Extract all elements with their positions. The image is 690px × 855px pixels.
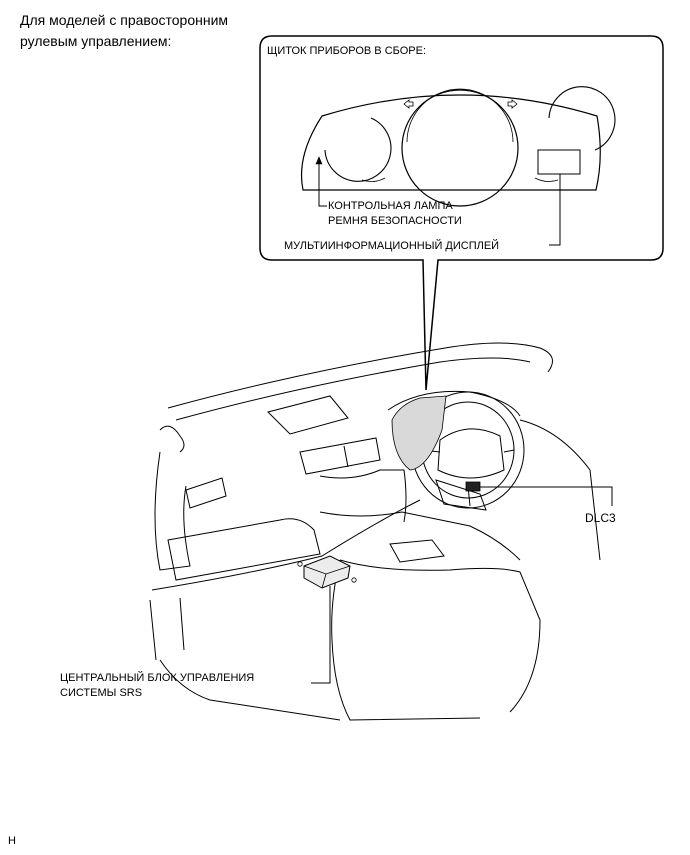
center-stack: [320, 470, 406, 522]
seatbelt-leader: [319, 164, 327, 206]
top-vent: [268, 396, 348, 434]
multi-info-display-label: МУЛЬТИИНФОРМАЦИОННЫЙ ДИСПЛЕЙ: [284, 240, 500, 252]
meter-cluster-in-dash: [392, 396, 446, 470]
multi-info-display: [538, 150, 580, 174]
srs-ecu: [304, 556, 350, 588]
heading-line-1: Для моделей с правосторонним: [20, 12, 229, 28]
callout-title: ЩИТОК ПРИБОРОВ В СБОРЕ:: [267, 45, 427, 57]
srs-mount-left: [298, 562, 302, 566]
dash-top-inner: [176, 358, 530, 420]
left-gauge: [325, 118, 391, 181]
dash-left-front: [155, 452, 190, 570]
floor-line: [160, 660, 340, 720]
glovebox: [168, 519, 320, 580]
dashboard-illustration: [150, 343, 612, 720]
windshield-edge: [160, 426, 184, 452]
srs-label-line-2: СИСТЕМЫ SRS: [60, 687, 143, 699]
left-gauge-inner: [362, 178, 385, 181]
right-gauge: [549, 87, 615, 150]
center-gauge-inner: [407, 89, 513, 142]
callout-frame: [260, 36, 663, 390]
diagram-heading: Для моделей с правосторонним рулевым упр…: [20, 10, 228, 52]
dlc3-connector: [466, 482, 480, 491]
page-mark: H: [8, 835, 16, 847]
srs-ecu-top: [304, 566, 350, 588]
console-body: [340, 560, 540, 712]
srs-label-line-1: ЦЕНТРАЛЬНЫЙ БЛОК УПРАВЛЕНИЯ: [60, 672, 255, 684]
seatbelt-label-line-2: РЕМНЯ БЕЗОПАСНОСТИ: [328, 215, 462, 227]
left-vent: [186, 478, 226, 508]
steering-hub: [438, 429, 504, 478]
dlc3-label: DLC3: [585, 511, 616, 525]
console-side: [332, 560, 480, 720]
seatbelt-label-line-1: КОНТРОЛЬНАЯ ЛАМПА: [328, 200, 453, 212]
console-tray: [390, 540, 444, 562]
mid-leader: [549, 174, 560, 245]
meter-hood: [388, 391, 520, 416]
srs-mount-right: [352, 578, 356, 582]
vent-divider: [344, 446, 348, 467]
center-vents: [300, 438, 380, 474]
dlc3-leader: [480, 487, 612, 506]
left-panel: [150, 598, 184, 660]
console-top: [320, 512, 520, 560]
turn-left-arrow-icon: [404, 100, 413, 108]
right-door-line: [520, 420, 600, 560]
right-gauge-inner: [535, 178, 558, 181]
dash-lower-sweep: [152, 500, 420, 590]
combination-meter-callout: [260, 36, 663, 390]
heading-line-2: рулевым управлением:: [20, 33, 172, 49]
turn-right-arrow-icon: [508, 100, 517, 108]
dash-top: [168, 343, 553, 408]
column-cover: [436, 480, 486, 510]
srs-leader: [311, 586, 330, 683]
seatbelt-lamp-label: КОНТРОЛЬНАЯ ЛАМПА РЕМНЯ БЕЗОПАСНОСТИ: [328, 199, 462, 229]
meter-housing: [302, 95, 601, 190]
center-gauge: [402, 90, 518, 206]
srs-ecu-label: ЦЕНТРАЛЬНЫЙ БЛОК УПРАВЛЕНИЯ СИСТЕМЫ SRS: [60, 671, 254, 701]
